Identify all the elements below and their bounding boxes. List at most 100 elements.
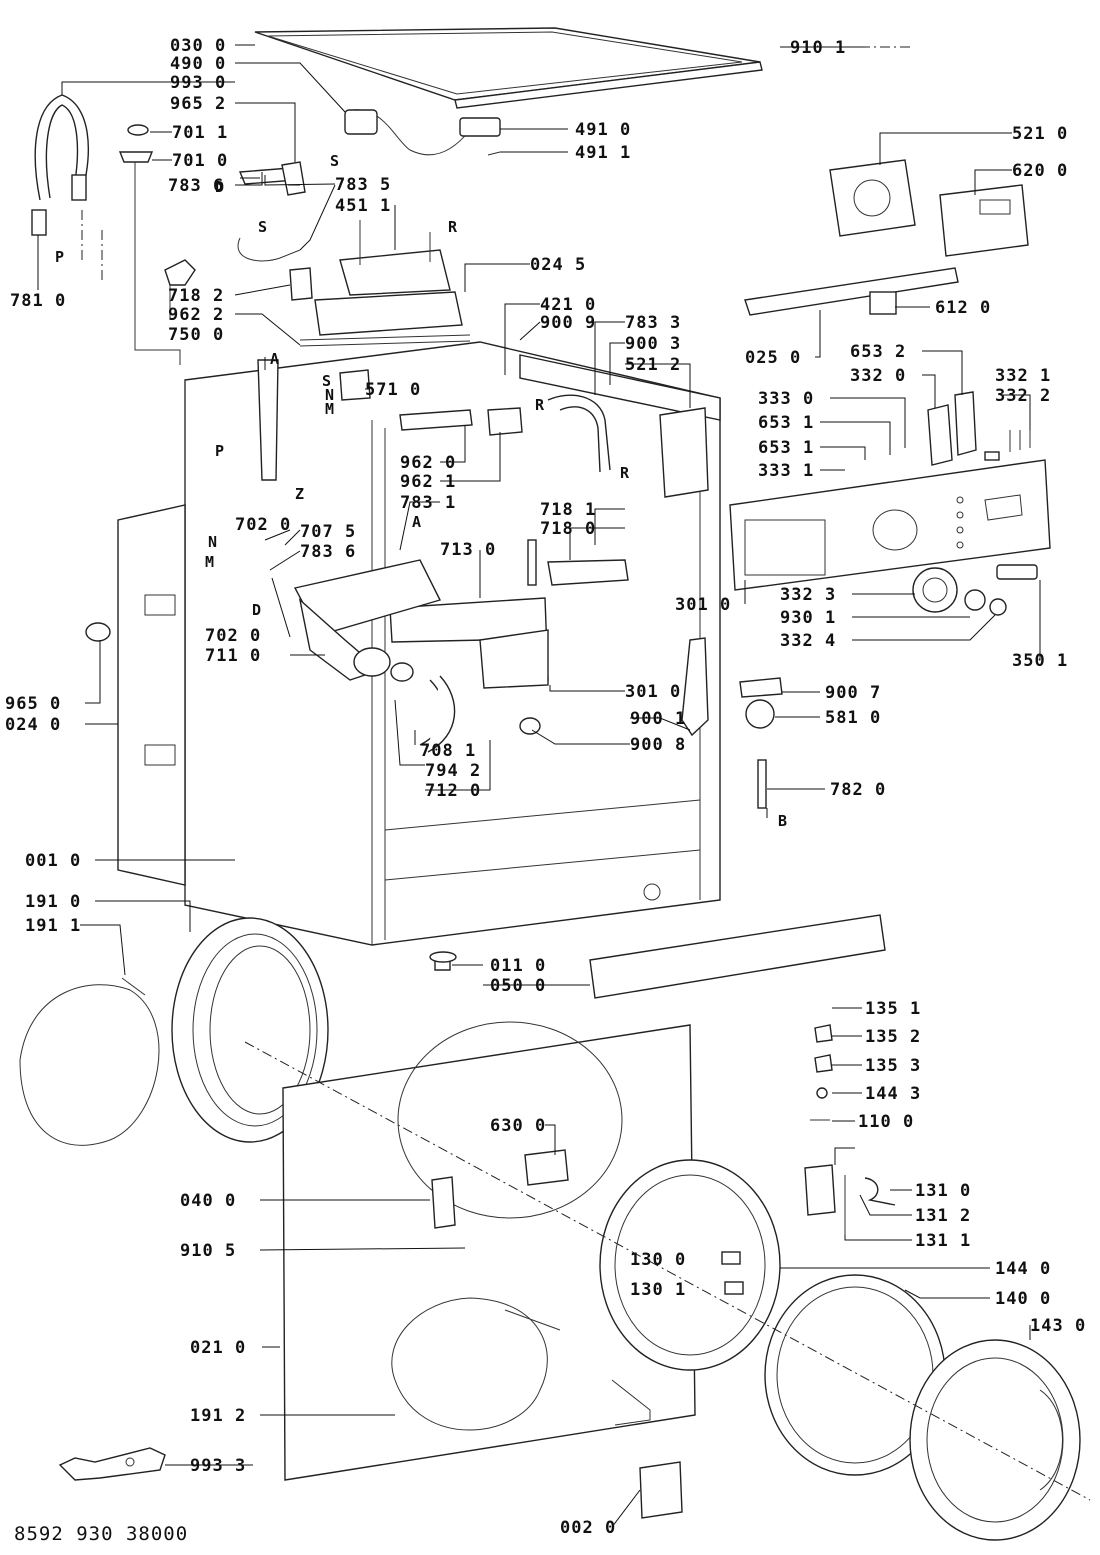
part-label: 701 0 — [172, 151, 228, 171]
part-label: 333 1 — [758, 461, 814, 481]
part-label: 451 1 — [335, 196, 391, 216]
electronic-module-drawing — [829, 159, 916, 237]
part-label: 571 0 — [365, 380, 421, 400]
part-label: 144 0 — [995, 1259, 1051, 1279]
connection-letter: P — [215, 442, 224, 460]
document-code: 8592 930 38000 — [14, 1523, 188, 1545]
part-label: 702 0 — [235, 515, 291, 535]
part-label: 350 1 — [1012, 651, 1068, 671]
part-label: 900 9 — [540, 313, 596, 333]
part-label: 024 5 — [530, 255, 586, 275]
part-label: 707 5 — [300, 522, 356, 542]
connection-letter: R — [448, 218, 458, 236]
part-label: 024 0 — [5, 715, 61, 735]
part-label: 620 0 — [1012, 161, 1068, 181]
part-label: 993 0 — [170, 73, 226, 93]
part-label: 711 0 — [205, 646, 261, 666]
connection-letter: R — [535, 396, 545, 414]
part-label: 135 1 — [865, 999, 921, 1019]
part-label: 900 8 — [630, 735, 686, 755]
part-label: 332 3 — [780, 585, 836, 605]
part-label: 135 3 — [865, 1056, 921, 1076]
part-label: 783 5 — [335, 175, 391, 195]
part-label: 712 0 — [425, 781, 481, 801]
part-label: 491 0 — [575, 120, 631, 140]
part-label: 491 1 — [575, 143, 631, 163]
connection-letter: D — [252, 601, 261, 619]
part-label: 025 0 — [745, 348, 801, 368]
part-label: 900 7 — [825, 683, 881, 703]
connection-letter: S — [258, 218, 267, 236]
part-label: 718 2 — [168, 286, 224, 306]
part-label: 001 0 — [25, 851, 81, 871]
part-label: 301 0 — [675, 595, 731, 615]
part-label: 191 0 — [25, 892, 81, 912]
part-label: 130 1 — [630, 1280, 686, 1300]
part-label: 653 1 — [758, 413, 814, 433]
part-label: 191 2 — [190, 1406, 246, 1426]
part-label: 301 0 — [625, 682, 681, 702]
part-label: 962 0 — [400, 453, 456, 473]
part-label: 143 0 — [1030, 1316, 1086, 1336]
part-label: 965 2 — [170, 94, 226, 114]
part-label: 521 2 — [625, 355, 681, 375]
part-label: 965 0 — [5, 694, 61, 714]
part-label: 781 0 — [10, 291, 66, 311]
part-label: 332 2 — [995, 386, 1051, 406]
part-label: 783 6 — [300, 542, 356, 562]
part-label: 783 3 — [625, 313, 681, 333]
part-label: 900 1 — [630, 709, 686, 729]
door-outer-drawing — [909, 1339, 1081, 1541]
part-label: 783 6 — [168, 176, 224, 196]
part-label: 702 0 — [205, 626, 261, 646]
connection-letter: B — [778, 812, 787, 830]
part-label: 332 0 — [850, 366, 906, 386]
connection-letter: N — [208, 533, 217, 551]
part-label: 962 1 — [400, 472, 456, 492]
part-label: 900 3 — [625, 334, 681, 354]
part-label: 191 1 — [25, 916, 81, 936]
part-label: 144 3 — [865, 1084, 921, 1104]
part-label: 653 2 — [850, 342, 906, 362]
part-label: 521 0 — [1012, 124, 1068, 144]
part-label: 708 1 — [420, 741, 476, 761]
part-label: 050 0 — [490, 976, 546, 996]
part-label: 993 3 — [190, 1456, 246, 1476]
part-label: 910 5 — [180, 1241, 236, 1261]
part-label: 701 1 — [172, 123, 228, 143]
part-label: 002 0 — [560, 1518, 616, 1538]
part-label: 333 0 — [758, 389, 814, 409]
connection-letter: S — [322, 372, 331, 390]
bracket-024-5-drawing — [314, 291, 463, 336]
part-label: 782 0 — [830, 780, 886, 800]
part-label: 131 1 — [915, 1231, 971, 1251]
connection-letter: R — [620, 464, 630, 482]
connection-letters: S D S R P A S N M P Z A N M D R R B — [55, 152, 787, 830]
part-label: 131 0 — [915, 1181, 971, 1201]
part-label: 718 0 — [540, 519, 596, 539]
part-label: 581 0 — [825, 708, 881, 728]
part-label: 140 0 — [995, 1289, 1051, 1309]
part-number-labels: 030 0 490 0 993 0 965 2 701 1 701 0 783 … — [5, 36, 1086, 1538]
part-drawings — [19, 27, 1091, 1541]
part-label: 962 2 — [168, 305, 224, 325]
control-panel-drawing — [729, 459, 1051, 591]
part-label: 021 0 — [190, 1338, 246, 1358]
connection-letter: Z — [295, 485, 304, 503]
part-label: 630 0 — [490, 1116, 546, 1136]
part-label: 653 1 — [758, 438, 814, 458]
door-seal-drawing — [171, 917, 329, 1143]
connection-letter: M — [325, 400, 334, 418]
plinth-drawing — [589, 914, 886, 999]
connection-letter: S — [330, 152, 339, 170]
part-label: 794 2 — [425, 761, 481, 781]
door-frame-drawing — [599, 1159, 781, 1371]
connection-letter: N — [325, 386, 334, 404]
part-label: 421 0 — [540, 295, 596, 315]
part-label: 110 0 — [858, 1112, 914, 1132]
connection-letter: D — [215, 178, 224, 196]
part-label: 135 2 — [865, 1027, 921, 1047]
part-label: 490 0 — [170, 54, 226, 74]
part-label: 910 1 — [790, 38, 846, 58]
leader-lines — [37, 44, 1041, 1528]
